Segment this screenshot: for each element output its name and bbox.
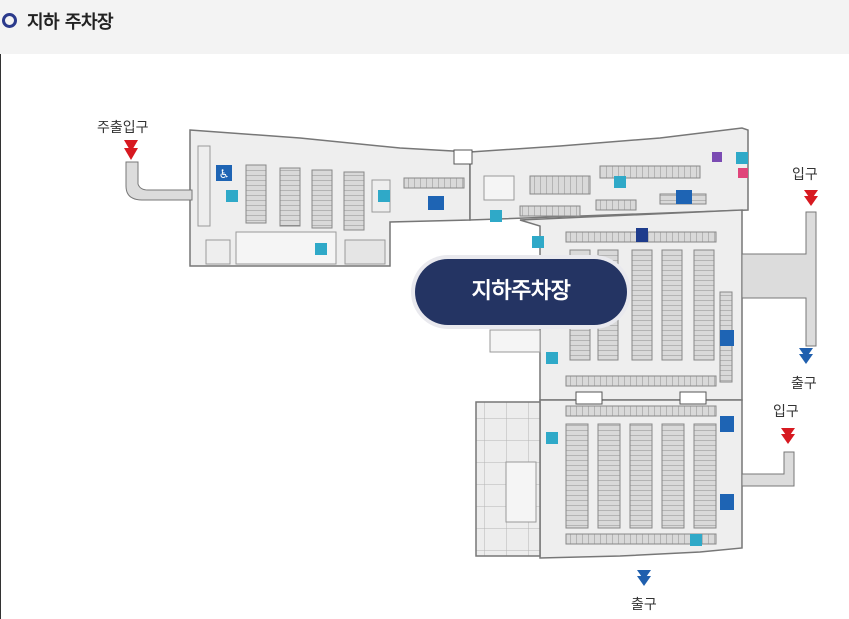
main-parking-block [489, 209, 743, 401]
entrance-label-right-mid: 입구 [773, 404, 799, 420]
exit-label-right: 출구 [791, 376, 817, 392]
exit-label-bottom: 출구 [631, 597, 657, 613]
elevator-icons [226, 152, 748, 546]
main-entrance-label: 주출입구 [97, 120, 149, 136]
map-title-label: 지하주차장 [471, 279, 571, 304]
entry-arrow-left-icon [124, 140, 138, 160]
exit-arrow-bottom-icon [637, 570, 651, 586]
map-title-badge: 지하주차장 [415, 259, 627, 325]
entry-arrow-right-mid-icon [781, 428, 795, 444]
lower-parking-block [539, 391, 743, 559]
left-border [0, 54, 1, 619]
section-header: 지하 주차장 [0, 0, 849, 54]
svg-text:♿: ♿ [219, 167, 230, 181]
section-title: 지하 주차장 [27, 12, 114, 33]
left-wing [189, 129, 471, 267]
entry-arrow-right-top-icon [804, 190, 818, 206]
entrance-label-right-top: 입구 [792, 167, 818, 183]
wheelchair-icons: ♿ [216, 165, 734, 510]
circle-bullet-icon [2, 13, 17, 28]
exit-arrow-right-icon [799, 348, 813, 364]
